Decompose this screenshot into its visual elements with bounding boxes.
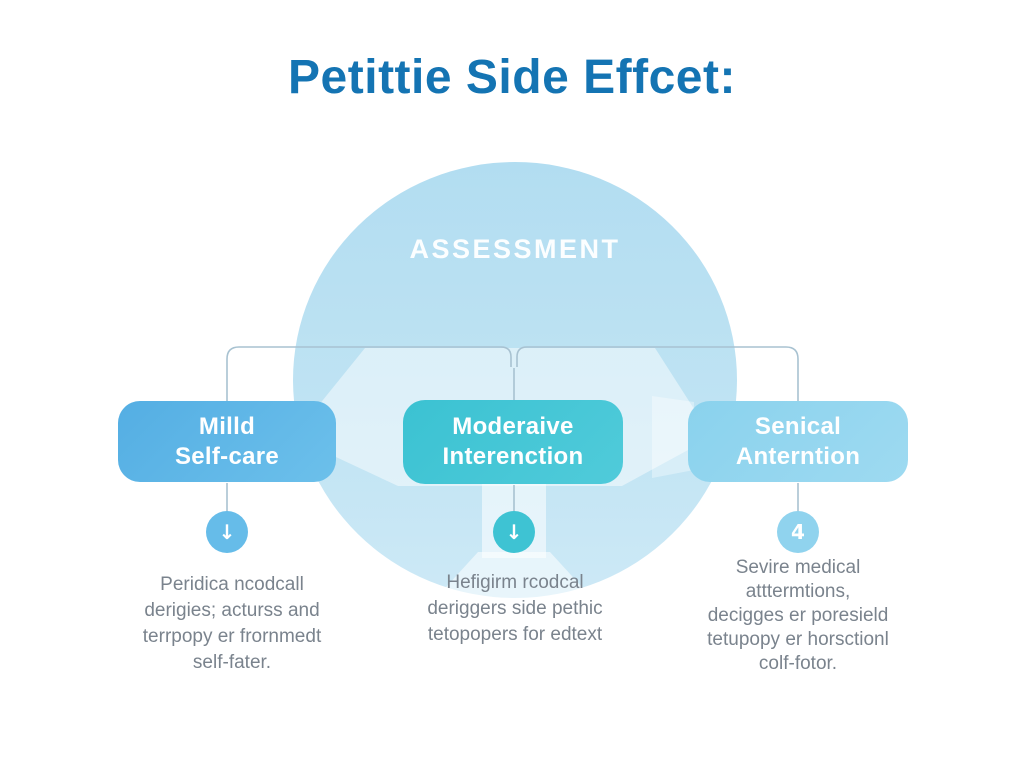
box-moderate-label: Moderaive Interenction <box>442 413 584 470</box>
severe-description: Sevire medical atttermtions, decigges er… <box>707 557 889 674</box>
moderate-description: Hefigirm rcodcal deriggers side pethic t… <box>427 572 603 645</box>
down-arrow-icon: ↓ <box>218 520 236 544</box>
box-severe-attention: Senical Anterntion <box>688 401 908 482</box>
box-moderate-intervention: Moderaive Interenction <box>403 400 623 484</box>
down-arrow-icon: ↓ <box>505 520 523 544</box>
mild-description: Peridica ncodcall derigies; acturss and … <box>142 574 322 673</box>
box-mild-label: Milld Self-care <box>174 412 280 470</box>
box-mild-self-care: Milld Self-care <box>118 401 336 482</box>
severe-number-badge: 4 <box>777 511 819 553</box>
assessment-label: ASSESSMENT <box>409 234 621 264</box>
box-severe-label: Senical Anterntion <box>735 412 861 470</box>
number-4-glyph: 4 <box>791 520 805 544</box>
moderate-arrow-badge: ↓ <box>493 511 535 553</box>
mild-arrow-badge: ↓ <box>206 511 248 553</box>
page-title: Petittie Side Effcet: <box>288 51 736 104</box>
